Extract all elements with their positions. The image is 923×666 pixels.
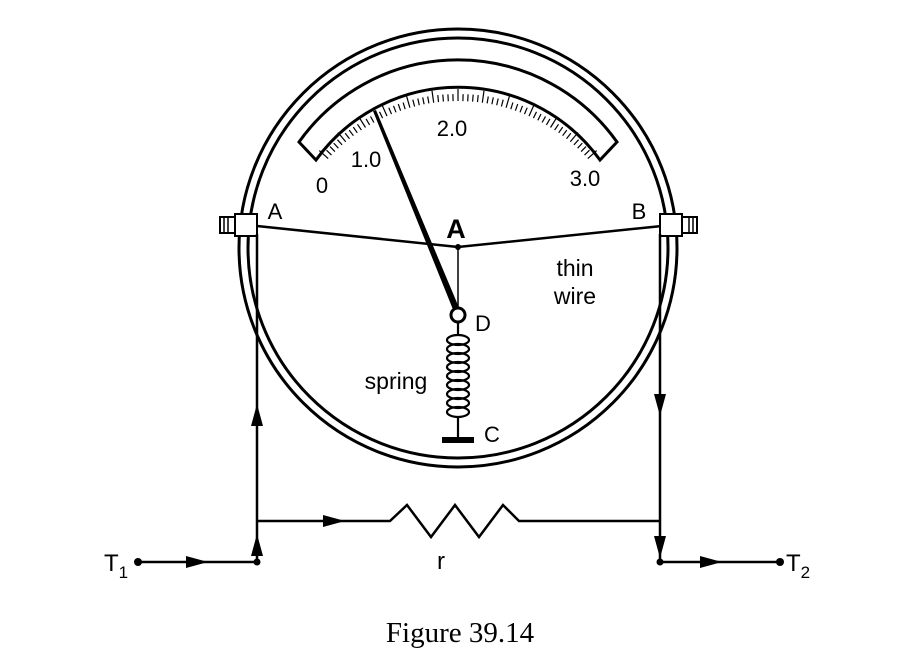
scale-tick: [563, 130, 567, 136]
current-arrows: [186, 394, 722, 568]
scale-tick: [389, 108, 392, 114]
scale-tick: [478, 95, 479, 102]
scale-tick: [394, 106, 397, 113]
scale-tick: [443, 95, 444, 102]
scale-tick: [403, 103, 405, 110]
pivot-d: [451, 308, 465, 322]
scale-tick: [407, 96, 410, 108]
scale-tick: [413, 100, 415, 107]
scale-tick: [334, 143, 339, 148]
scale-tick: [398, 104, 400, 111]
arrow-left-upper: [251, 404, 263, 426]
scale-label-3: 3.0: [570, 166, 601, 191]
arrow-right-upper: [654, 394, 666, 416]
figure-caption: Figure 39.14: [386, 617, 535, 649]
label-thin: thin: [556, 255, 593, 281]
scale-tick: [349, 130, 353, 136]
scale-tick: [585, 150, 590, 155]
junction-left: [254, 559, 261, 566]
scale-tick: [418, 99, 420, 106]
scale-tick: [380, 112, 383, 118]
scale-tick: [330, 147, 335, 152]
terminal-t2-dot: [776, 558, 784, 566]
scale-tick: [359, 117, 365, 127]
spring-coil: [447, 322, 469, 437]
scale-tick: [497, 99, 499, 106]
scale-tick: [382, 105, 387, 116]
label-spring: spring: [365, 368, 428, 394]
label-wire: wire: [553, 283, 596, 309]
scale-tick: [358, 124, 362, 130]
spring-base-c: [442, 437, 474, 443]
scale-tick: [438, 95, 439, 102]
meter-symbol: A: [446, 214, 466, 244]
scale-tick: [492, 97, 493, 104]
scale-label-1: 1.0: [351, 147, 382, 172]
arrow-t2: [700, 556, 722, 568]
label-terminal-t1: T1: [104, 550, 128, 582]
scale-tick: [501, 100, 503, 107]
scale-tick: [551, 117, 557, 127]
scale-tick: [529, 105, 534, 116]
binding-post-b: [660, 214, 697, 236]
scale-tick: [578, 143, 583, 148]
scale-tick: [546, 119, 550, 125]
scale-tick: [487, 97, 488, 104]
scale-tick: [353, 127, 357, 133]
scale-tick: [423, 97, 424, 104]
scale-tick: [337, 140, 342, 145]
scale-tick: [555, 124, 559, 130]
scale-label-0: 0: [316, 173, 328, 198]
scale-tick: [538, 114, 541, 120]
scale-tick: [525, 108, 528, 114]
binding-post-a: [220, 214, 257, 236]
scale-tick: [567, 133, 571, 139]
label-terminal-t2: T2: [786, 550, 810, 582]
scale-tick: [533, 112, 536, 118]
arrow-t1: [186, 556, 208, 568]
scale-tick: [570, 133, 578, 142]
scale-tick: [542, 116, 545, 122]
resistor-r: [257, 505, 660, 537]
label-point-d: D: [475, 311, 491, 336]
scale-tick: [574, 140, 579, 145]
scale-tick: [473, 95, 474, 102]
scale-tick: [327, 150, 332, 155]
scale-tick: [559, 127, 563, 133]
scale-tick: [432, 91, 434, 103]
label-point-a: A: [268, 199, 283, 224]
meter-scale: [299, 60, 617, 160]
scale-tick: [482, 91, 484, 103]
label-point-c: C: [484, 422, 500, 447]
junction-right: [657, 559, 664, 566]
scale-tick: [520, 106, 523, 113]
scale-tick: [345, 133, 349, 139]
label-resistor: r: [437, 548, 445, 575]
scale-band: [299, 60, 617, 160]
scale-tick: [515, 104, 517, 111]
scale-label-2: 2.0: [437, 116, 468, 141]
scale-tick: [338, 133, 346, 142]
arrow-left-lower: [251, 534, 263, 556]
scale-tick: [506, 96, 509, 108]
label-point-b: B: [632, 199, 647, 224]
scale-tick: [366, 119, 370, 125]
scale-tick: [511, 103, 513, 110]
arrow-right-lower: [654, 536, 666, 558]
scale-tick: [428, 97, 429, 104]
arrow-resistor-in: [323, 515, 345, 527]
terminal-t1-dot: [134, 558, 142, 566]
scale-tick: [371, 116, 374, 122]
scale-tick: [581, 147, 586, 152]
